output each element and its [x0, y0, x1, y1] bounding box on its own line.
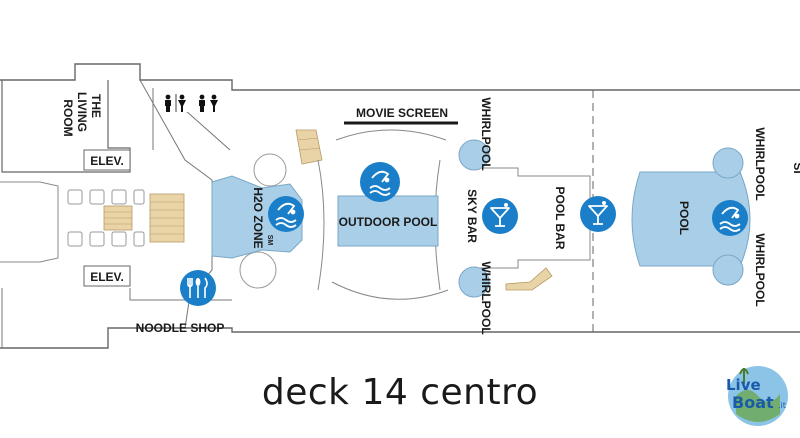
deck-caption: deck 14 centro — [261, 372, 539, 413]
logo-line2: Boat — [732, 393, 774, 412]
label-whirlpool-bottom: WHIRLPOOL — [479, 261, 493, 334]
hull-outline — [0, 63, 800, 349]
whirlpool — [458, 266, 490, 298]
label-h2o-zone: H2O ZONE — [251, 187, 265, 248]
dining-icon — [180, 270, 216, 306]
label-cut: SI — [791, 162, 800, 173]
whirlpool — [458, 139, 490, 171]
swim-icon — [712, 200, 748, 236]
swim-icon — [360, 162, 400, 202]
elevator-top — [83, 149, 131, 171]
toilet-icon — [162, 94, 188, 112]
label-elev-bottom: ELEV. — [90, 270, 124, 284]
toilet-icon — [199, 94, 218, 112]
label-pool: POOL — [677, 201, 691, 235]
stairs-curved — [505, 267, 553, 291]
label-movie-screen: MOVIE SCREEN — [356, 106, 448, 120]
label-pool-bar: POOL BAR — [553, 186, 567, 249]
round-table — [253, 153, 287, 187]
label-sky-bar: SKY BAR — [465, 189, 479, 243]
liveboat-logo: Live Boat .it — [726, 366, 788, 426]
stairs-left-large — [149, 193, 185, 243]
whirlpool — [712, 147, 744, 179]
swim-icon — [268, 196, 304, 232]
cocktail-icon — [482, 198, 518, 234]
stairs-upper — [295, 129, 323, 165]
lobby-seating — [67, 189, 145, 247]
label-living-room-1: THE — [89, 94, 103, 118]
label-whirlpool-top: WHIRLPOOL — [479, 97, 493, 170]
label-h2o-sm: SM — [266, 235, 273, 246]
label-noodle-shop: NOODLE SHOP — [136, 321, 225, 335]
logo-suffix: .it — [778, 401, 786, 410]
outdoor-pool — [337, 195, 439, 247]
round-table — [239, 251, 277, 289]
label-living-room-3: ROOM — [61, 99, 75, 136]
logo-line1: Live — [726, 376, 761, 394]
cocktail-icon — [580, 196, 616, 232]
whirlpool — [712, 254, 744, 286]
h2o-zone-area — [211, 175, 303, 259]
label-outdoor-pool: OUTDOOR POOL — [339, 215, 438, 229]
label-whirlpool-right-bottom: WHIRLPOOL — [753, 233, 767, 306]
label-whirlpool-right-top: WHIRLPOOL — [753, 127, 767, 200]
stairs-left-small — [103, 205, 133, 231]
label-living-room-2: LIVING — [75, 92, 89, 132]
elevator-bottom — [83, 265, 131, 287]
label-elev-top: ELEV. — [90, 154, 124, 168]
left-lobby — [0, 181, 59, 263]
